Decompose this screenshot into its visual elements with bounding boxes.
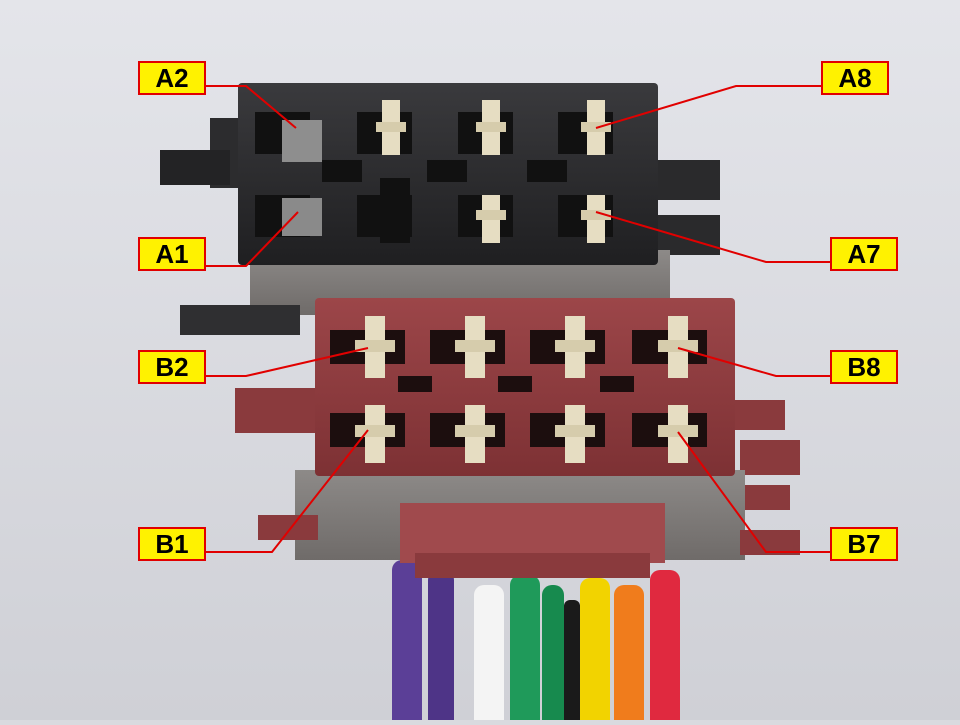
pin-label-b7: B7 [830,527,898,561]
wire-purple [392,560,422,725]
wire-orange [614,585,644,725]
pin-label-b1: B1 [138,527,206,561]
wire-yellow [580,578,610,725]
connector-b-pins [355,316,698,463]
pin-label-b2: B2 [138,350,206,384]
leader-line-b7 [677,431,834,553]
leader-line-a7 [595,211,834,263]
pin-label-a7: A7 [830,237,898,271]
wire-purple-2 [428,570,454,725]
leader-line-a1 [206,211,299,267]
wire-black [564,600,580,725]
leader-line-a8 [595,85,826,129]
connector-b [235,298,800,578]
pin-label-b8: B8 [830,350,898,384]
leader-line-b2 [206,347,369,377]
wire-green-2 [542,585,564,725]
leader-line-a2 [206,85,297,129]
wire-green [510,575,540,725]
leader-line-b1 [206,429,369,553]
leader-lines [206,85,834,553]
pin-label-a1: A1 [138,237,206,271]
wire-white [474,585,504,725]
pin-label-a2: A2 [138,61,206,95]
wire-bundle [392,560,680,725]
leader-line-b8 [677,347,834,377]
wire-red [650,570,680,725]
pin-label-a8: A8 [821,61,889,95]
